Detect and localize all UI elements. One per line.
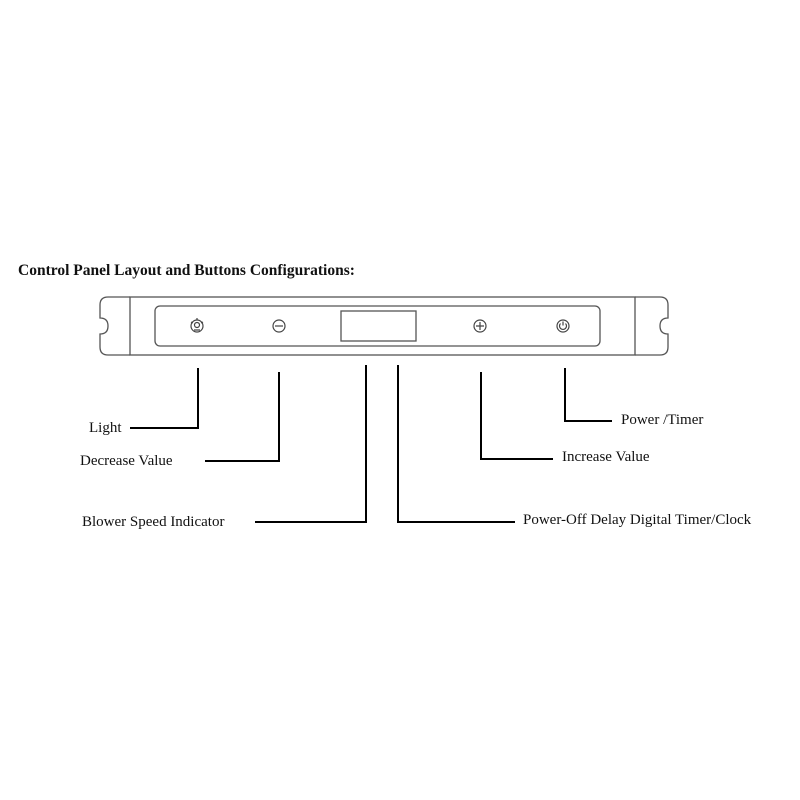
diagram-title: Control Panel Layout and Buttons Configu… <box>18 262 355 279</box>
display-window <box>340 310 417 342</box>
panel-body <box>129 296 636 356</box>
minus-icon[interactable] <box>272 319 286 333</box>
label-light: Light <box>89 420 122 436</box>
panel-bracket <box>99 296 669 356</box>
label-increase-value: Increase Value <box>562 449 650 465</box>
plus-icon[interactable] <box>473 319 487 333</box>
label-decrease-value: Decrease Value <box>80 453 173 469</box>
label-power-off-delay-timer: Power-Off Delay Digital Timer/Clock <box>523 512 752 528</box>
light-icon[interactable] <box>190 318 204 333</box>
leader-lines <box>130 365 612 523</box>
label-power-timer: Power /Timer <box>621 412 704 428</box>
control-panel-face <box>154 305 601 347</box>
power-icon[interactable] <box>556 319 570 333</box>
label-blower-speed-indicator: Blower Speed Indicator <box>82 514 225 530</box>
